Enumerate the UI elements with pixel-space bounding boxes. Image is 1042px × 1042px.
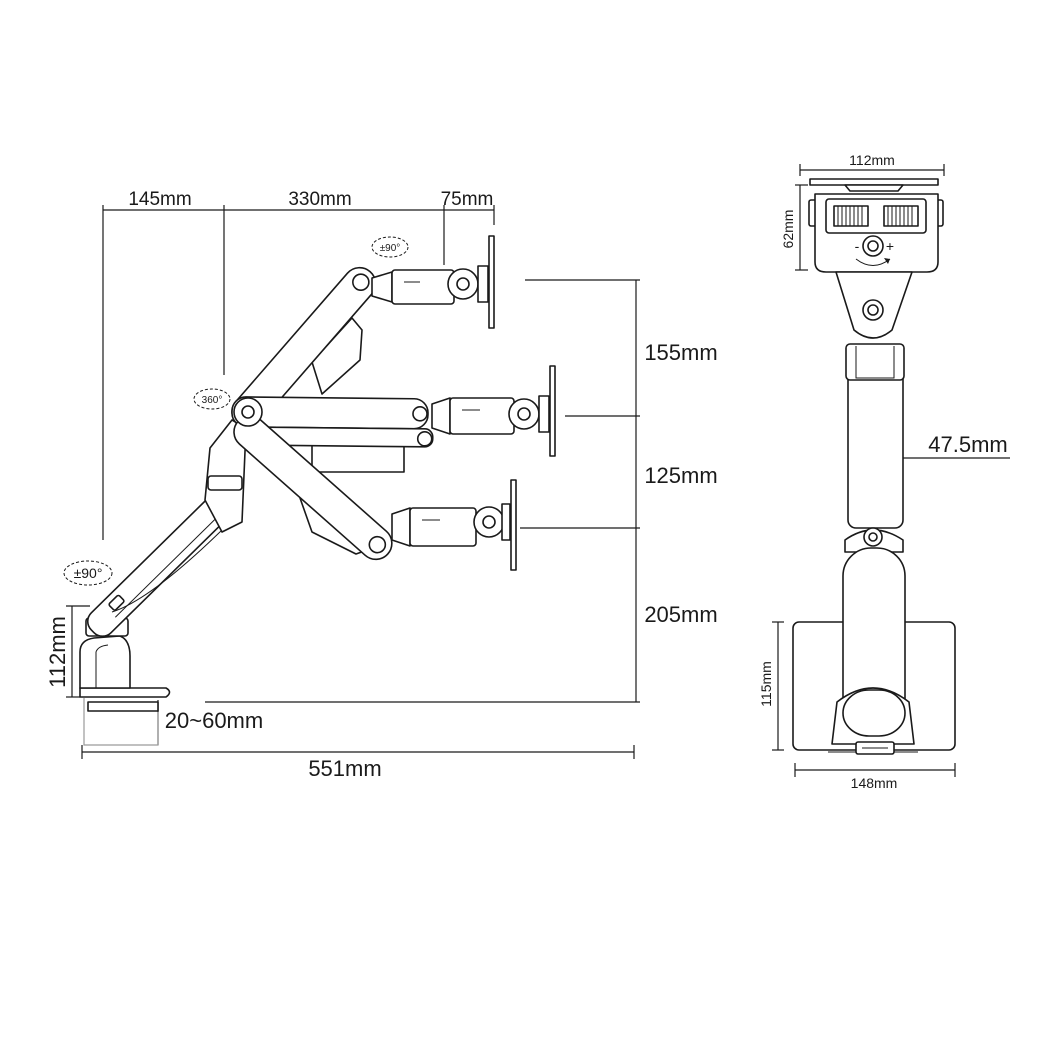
- rotation-joint-ellipse: [193, 388, 231, 410]
- upper-arm-middle-pin: [412, 406, 428, 422]
- desk-plate: [79, 687, 171, 698]
- knob-minus-label: -: [855, 238, 860, 254]
- upper-arm-top-pin: [352, 273, 370, 291]
- head-bottom-pivot-inner: [482, 515, 496, 529]
- head-top-connector: [371, 271, 393, 303]
- rotation-icon-head: ±90°: [371, 236, 409, 258]
- upper-arm-bottom: [233, 415, 517, 571]
- head-bottom-mount: [501, 503, 511, 541]
- vesa-plate-top: [488, 235, 495, 329]
- rotation-base-ellipse: [63, 560, 113, 586]
- height-mid-label: 125mm: [644, 463, 717, 488]
- offset-label: 145mm: [128, 189, 191, 210]
- pole-column: [79, 635, 131, 689]
- front-spring-left-coils: [837, 206, 863, 226]
- head-top-pivot-inner: [456, 277, 470, 291]
- lower-arm-button: [108, 594, 125, 611]
- height-top-label: 155mm: [644, 340, 717, 365]
- lower-arm-edge: [114, 511, 223, 618]
- head-length-label: 75mm: [441, 189, 494, 210]
- pole-height-label: 112mm: [45, 616, 70, 688]
- height-bottom-label: 205mm: [644, 602, 717, 627]
- vesa-plate-bottom: [510, 479, 517, 571]
- head-height-label: 62mm: [780, 210, 796, 249]
- upper-arm-bottom-pin: [368, 535, 387, 554]
- upper-arm-middle-lower-pin: [416, 431, 433, 447]
- front-view-labels: 112mm 62mm 47.5mm 115mm 148mm: [758, 152, 1008, 791]
- knob-plus-label: +: [886, 238, 894, 254]
- arm-length-label: 330mm: [288, 189, 351, 210]
- side-view-labels: 145mm 330mm 75mm 155mm 125mm 205mm 112mm…: [45, 189, 718, 781]
- head-bottom-connector: [391, 507, 411, 547]
- front-arm-collar: [845, 343, 905, 381]
- head-bottom-body: [409, 507, 477, 547]
- clamp-range-label: 20~60mm: [165, 708, 263, 733]
- rotation-icon-joint: 360°: [193, 388, 231, 410]
- pole-inner-line: [95, 644, 109, 688]
- front-spring-right-coils: [887, 206, 913, 226]
- head-top-mount: [477, 265, 489, 303]
- rotation-base-label: ±90°: [74, 565, 103, 581]
- front-tilt-pivot-inner: [867, 304, 879, 316]
- tension-knob-inner: [867, 240, 879, 252]
- head-middle-mount: [538, 395, 550, 433]
- base-width-label: 148mm: [851, 775, 898, 791]
- front-view-drawing: - +: [792, 178, 956, 755]
- head-middle-connector: [431, 397, 451, 435]
- vesa-plate-middle: [549, 365, 556, 457]
- front-spring-left: [833, 205, 869, 227]
- base-clamp: [79, 617, 171, 746]
- upper-arm-top: [231, 235, 495, 429]
- vesa-width-label: 112mm: [849, 152, 895, 168]
- rotation-head-label: ±90°: [380, 243, 401, 254]
- front-vesa-adapter: [844, 184, 904, 192]
- arm-width-label: 47.5mm: [928, 432, 1007, 457]
- head-middle-body: [449, 397, 515, 435]
- front-vesa-plate: [809, 178, 939, 186]
- head-middle-pivot-inner: [517, 407, 531, 421]
- lower-arm-cable: [111, 529, 223, 613]
- rotation-head-ellipse: [371, 236, 409, 258]
- upper-arm-middle: [231, 365, 556, 473]
- front-spring-right: [883, 205, 919, 227]
- upper-arm-middle-body: [231, 396, 434, 448]
- rotation-icon-base: ±90°: [63, 560, 113, 586]
- joint-collar: [207, 475, 243, 491]
- lower-arm: [86, 419, 247, 638]
- main-joint-inner: [241, 405, 255, 419]
- knob-arrow-head: [884, 258, 890, 264]
- head-top-body: [391, 269, 455, 305]
- clamp-plate: [87, 701, 159, 712]
- total-length-label: 551mm: [308, 756, 381, 781]
- front-elbow-pin-inner: [868, 532, 878, 542]
- clamp-frame: [83, 698, 159, 746]
- base-height-label: 115mm: [758, 661, 774, 707]
- front-lower-arm-end: [842, 689, 906, 737]
- rotation-joint-label: 360°: [202, 395, 223, 406]
- front-arm-collar-inner: [855, 346, 895, 379]
